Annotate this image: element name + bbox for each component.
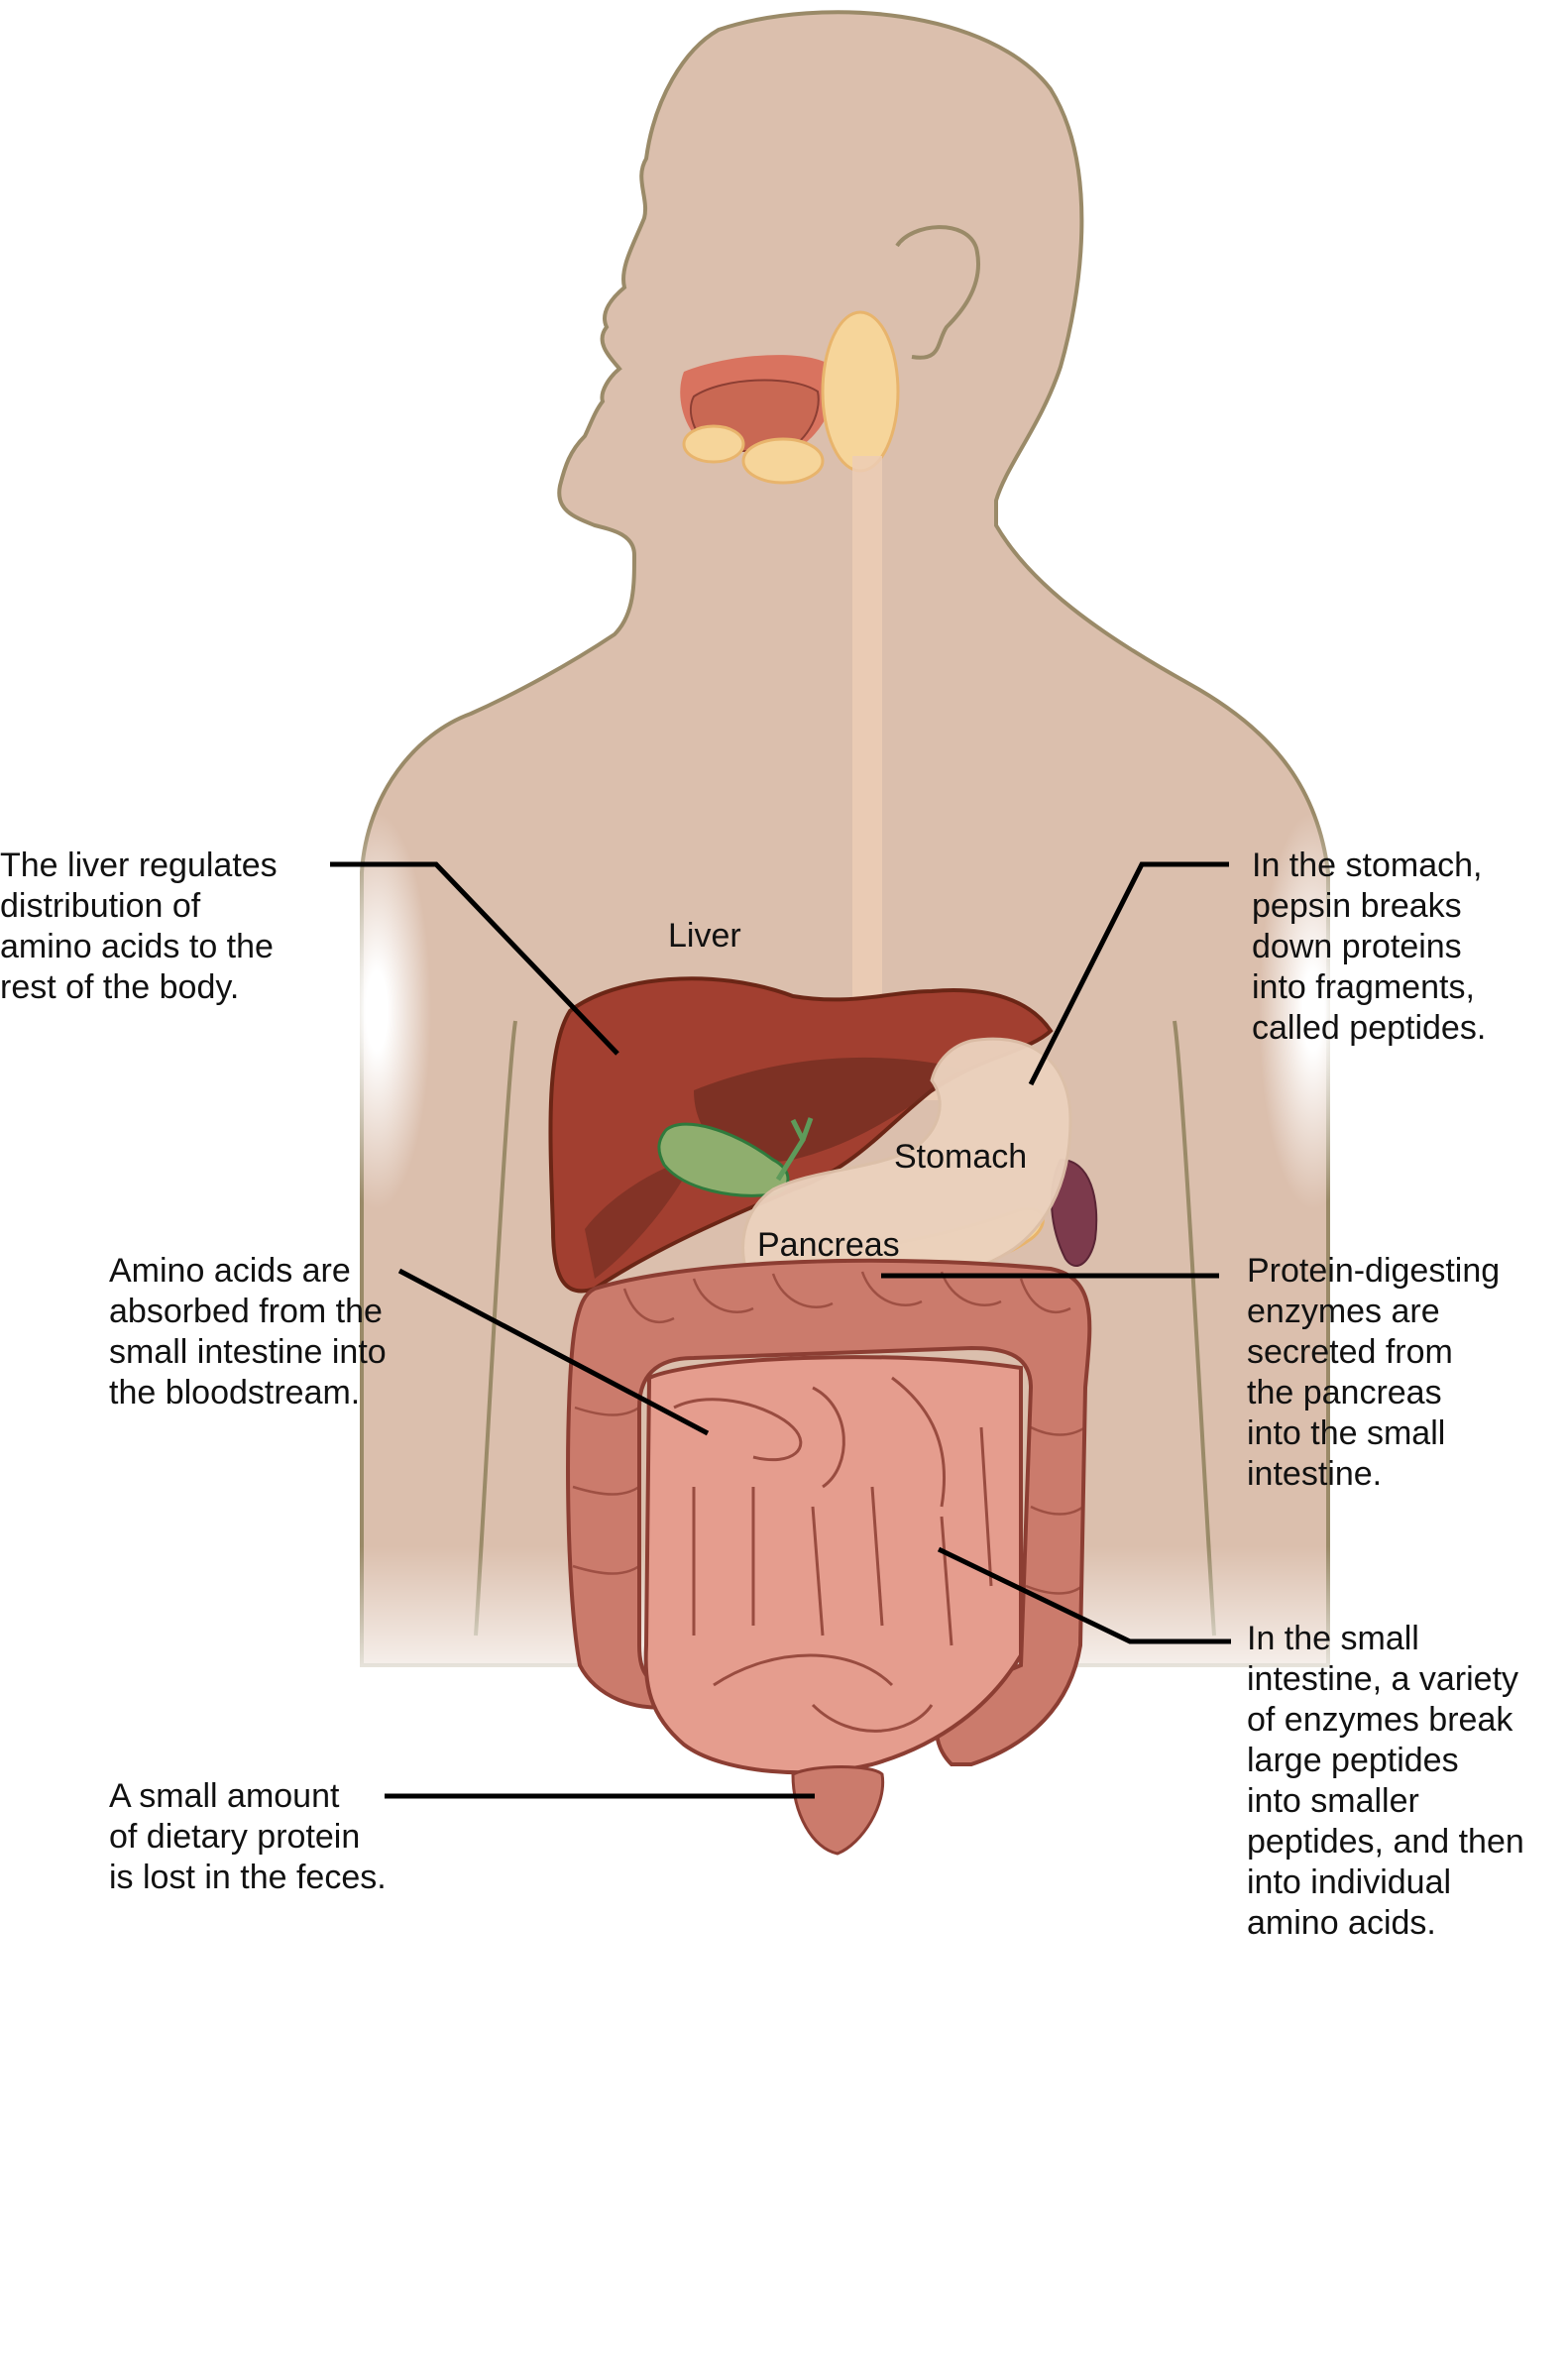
submandibular-gland [741,437,825,485]
leader-line-stomach [1028,861,1229,1086]
parotid-gland [821,310,900,473]
leader-line-small-intestine [937,1546,1231,1644]
callout-stomach: In the stomach, pepsin breaks down prote… [1252,846,1487,1047]
rectum [791,1765,885,1856]
callout-absorption: Amino acids are absorbed from the small … [109,1252,387,1411]
callout-small-intestine: In the small intestine, a variety of enz… [1247,1620,1524,1942]
leader-line-absorption [397,1268,710,1436]
callout-pancreas: Protein-digesting enzymes are secreted f… [1247,1252,1501,1493]
callout-feces: A small amount of dietary protein is los… [109,1777,387,1896]
organ-label-stomach: Stomach [894,1138,1028,1176]
leader-line-liver [330,861,619,1056]
esophagus [852,456,971,1100]
sublingual-gland [682,424,745,464]
organ-label-liver: Liver [668,917,741,955]
callout-liver: The liver regulates distribution of amin… [0,846,278,1006]
mouth-and-salivary-glands [680,310,900,485]
leader-lines [330,861,1231,1799]
large-intestine [566,1258,1092,1766]
small-intestine [643,1355,1023,1775]
organ-label-pancreas: Pancreas [757,1226,900,1264]
